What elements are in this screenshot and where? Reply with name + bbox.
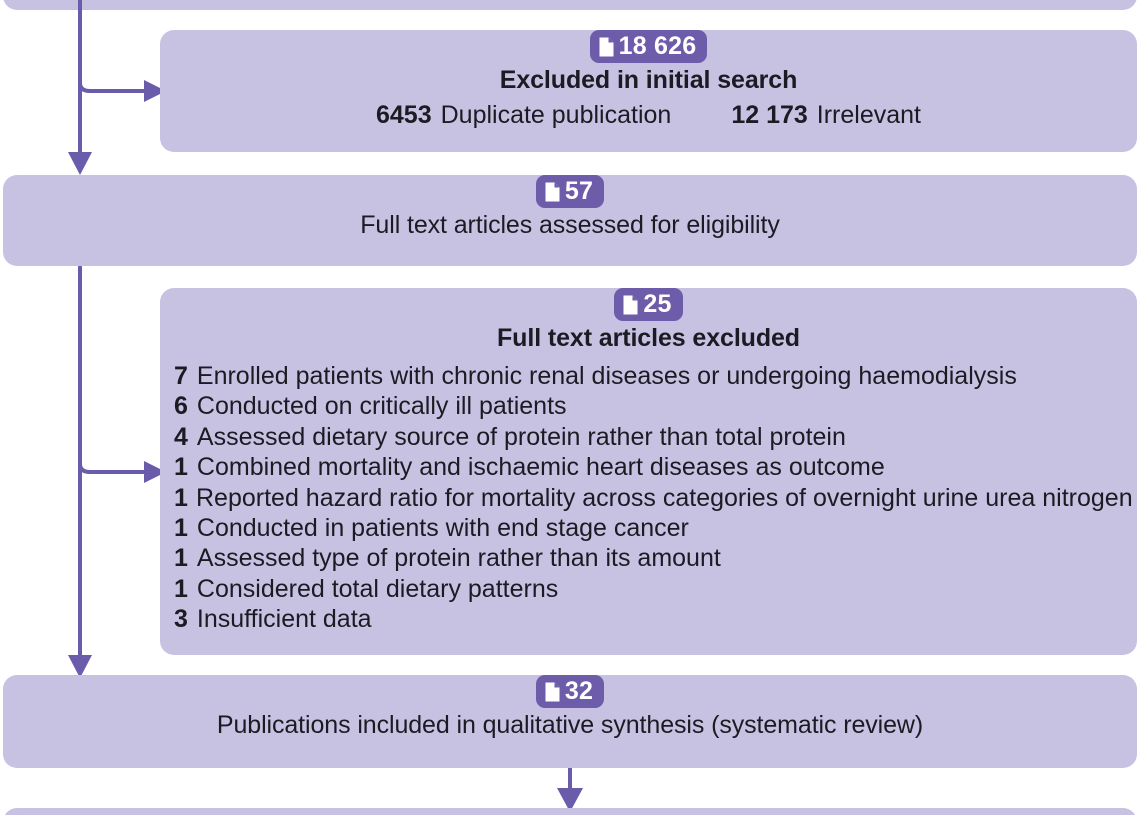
record-count-badge: 25	[614, 288, 683, 321]
list-item: 7 Enrolled patients with chronic renal d…	[174, 361, 1127, 391]
badge-row: 32	[3, 675, 1137, 708]
reason-label: Conducted on critically ill patients	[196, 392, 567, 421]
document-icon	[599, 37, 614, 57]
reason-label: Combined mortality and ischaemic heart d…	[196, 453, 885, 482]
box-title: Publications included in qualitative syn…	[216, 711, 924, 739]
badge-row: 57	[3, 175, 1137, 208]
reason-label: Insufficient data	[196, 605, 372, 633]
reason-count: 1	[174, 453, 188, 482]
document-icon	[545, 182, 560, 202]
list-item: 1 Assessed type of protein rather than i…	[174, 543, 1127, 573]
exclusion-reason-list: 7 Enrolled patients with chronic renal d…	[160, 361, 1137, 634]
list-item: 1 Combined mortality and ischaemic heart…	[174, 452, 1127, 482]
list-item: 1 Considered total dietary patterns	[174, 574, 1127, 604]
badge-row: 18 626	[160, 30, 1137, 63]
exclusion-reason-item: 6453 Duplicate publication	[376, 101, 671, 130]
reason-count: 4	[174, 422, 188, 451]
reason-label: Assessed dietary source of protein rathe…	[196, 422, 846, 451]
flow-box-partial-bottom	[3, 808, 1137, 815]
flow-box-fulltext-assessed: 57 Full text articles assessed for eligi…	[3, 175, 1137, 266]
reason-label: Conducted in patients with end stage can…	[196, 513, 689, 542]
exclusion-reasons-row: 6453 Duplicate publication 12 173 Irrele…	[160, 101, 1137, 130]
box-title: Full text articles excluded	[497, 324, 800, 352]
reason-count: 6453	[375, 101, 432, 129]
reason-count: 1	[174, 574, 188, 603]
record-count-badge: 18 626	[589, 30, 708, 63]
reason-count: 6	[174, 392, 188, 421]
box-title: Excluded in initial search	[499, 66, 798, 94]
flow-box-fulltext-excluded: 25 Full text articles excluded 7 Enrolle…	[160, 288, 1137, 655]
exclusion-reason-item: 12 173 Irrelevant	[731, 101, 921, 130]
reason-count: 1	[174, 483, 188, 512]
badge-count: 25	[643, 290, 672, 318]
list-item: 1 Reported hazard ratio for mortality ac…	[174, 483, 1133, 513]
reason-label: Irrelevant	[816, 101, 921, 129]
badge-count: 57	[564, 177, 594, 205]
list-item: 6 Conducted on critically ill patients	[174, 391, 1127, 421]
box-title: Full text articles assessed for eligibil…	[360, 211, 780, 239]
reason-label: Enrolled patients with chronic renal dis…	[196, 362, 1017, 390]
badge-count: 18 626	[618, 32, 697, 60]
reason-label: Assessed type of protein rather than its…	[196, 544, 721, 573]
reason-count: 1	[174, 544, 188, 573]
record-count-badge: 57	[535, 175, 605, 208]
badge-count: 32	[564, 677, 594, 705]
reason-count: 1	[174, 513, 188, 542]
flow-box-excluded-initial: 18 626 Excluded in initial search 6453 D…	[160, 30, 1137, 152]
reason-label: Duplicate publication	[440, 101, 672, 129]
list-item: 1 Conducted in patients with end stage c…	[174, 513, 1127, 543]
list-item: 4 Assessed dietary source of protein rat…	[174, 422, 1127, 452]
flow-box-qualitative-synthesis: 32 Publications included in qualitative …	[3, 675, 1137, 768]
reason-label: Considered total dietary patterns	[196, 574, 559, 603]
record-count-badge: 32	[535, 675, 605, 708]
reason-label: Reported hazard ratio for mortality acro…	[196, 483, 1133, 512]
document-icon	[545, 682, 560, 702]
badge-row: 25	[160, 288, 1137, 321]
document-icon	[623, 295, 638, 315]
list-item: 3 Insufficient data	[174, 604, 1127, 634]
reason-count: 12 173	[731, 101, 808, 129]
flow-box-partial-top	[3, 0, 1137, 10]
reason-count: 7	[174, 362, 188, 390]
reason-count: 3	[174, 605, 188, 633]
